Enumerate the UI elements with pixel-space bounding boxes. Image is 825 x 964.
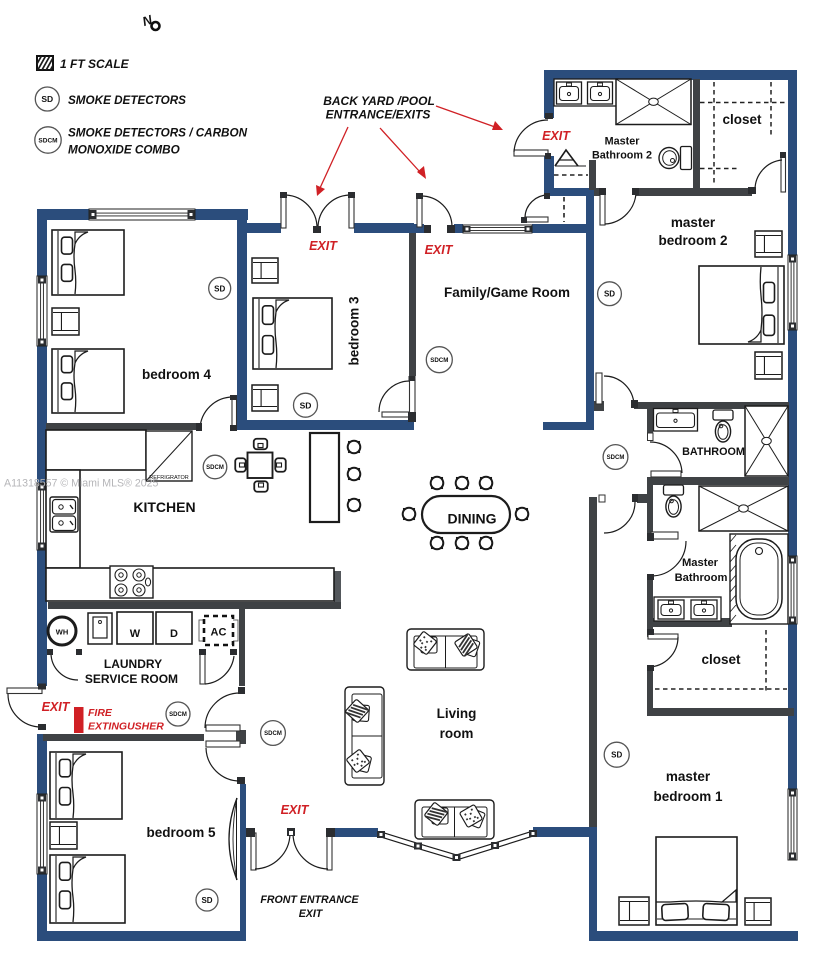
svg-text:SDCM: SDCM — [206, 465, 224, 471]
svg-text:Bathroom 2: Bathroom 2 — [592, 150, 652, 162]
svg-text:Master: Master — [605, 136, 641, 148]
svg-text:bedroom 1: bedroom 1 — [653, 789, 723, 804]
svg-text:SD: SD — [300, 400, 312, 410]
svg-text:bedroom 5: bedroom 5 — [146, 825, 216, 840]
svg-text:SDCM: SDCM — [38, 137, 57, 144]
svg-text:master: master — [666, 769, 711, 784]
svg-text:MONOXIDE COMBO: MONOXIDE COMBO — [68, 144, 180, 157]
svg-text:SD: SD — [214, 284, 225, 293]
svg-text:EXIT: EXIT — [42, 700, 71, 714]
svg-text:EXIT: EXIT — [281, 803, 310, 817]
svg-text:BACK YARD /POOL: BACK YARD /POOL — [323, 94, 435, 108]
svg-text:SD: SD — [611, 751, 622, 760]
svg-text:FRONT ENTRANCE: FRONT ENTRANCE — [260, 894, 359, 906]
svg-text:SERVICE ROOM: SERVICE ROOM — [85, 672, 178, 686]
svg-text:SD: SD — [41, 94, 53, 104]
svg-text:1 FT SCALE: 1 FT SCALE — [60, 57, 130, 71]
svg-text:Bathroom: Bathroom — [675, 572, 728, 584]
svg-text:EXIT: EXIT — [425, 243, 454, 257]
svg-text:bedroom 2: bedroom 2 — [658, 233, 727, 248]
svg-text:SMOKE DETECTORS: SMOKE DETECTORS — [68, 94, 186, 107]
svg-text:BATHROOM: BATHROOM — [682, 446, 745, 458]
svg-text:Master: Master — [682, 557, 719, 569]
svg-text:FIRE: FIRE — [88, 707, 113, 719]
svg-text:WH: WH — [56, 628, 69, 637]
svg-text:REFRIGRATOR: REFRIGRATOR — [149, 475, 189, 481]
svg-text:closet: closet — [701, 652, 741, 667]
svg-text:Family/Game Room: Family/Game Room — [444, 285, 570, 300]
svg-text:EXIT: EXIT — [309, 239, 338, 253]
svg-text:SDCM: SDCM — [430, 357, 448, 364]
svg-text:closet: closet — [722, 112, 762, 127]
svg-text:AC: AC — [211, 627, 227, 639]
svg-text:D: D — [170, 628, 178, 640]
svg-text:SMOKE DETECTORS / CARBON: SMOKE DETECTORS / CARBON — [68, 127, 248, 140]
svg-text:SD: SD — [201, 896, 212, 905]
svg-text:EXIT: EXIT — [299, 908, 324, 920]
svg-text:Living: Living — [437, 706, 477, 721]
svg-text:ENTRANCE/EXITS: ENTRANCE/EXITS — [326, 108, 431, 122]
svg-text:bedroom 4: bedroom 4 — [142, 367, 212, 382]
svg-text:KITCHEN: KITCHEN — [133, 499, 195, 515]
svg-text:SDCM: SDCM — [607, 455, 625, 461]
svg-text:EXIT: EXIT — [542, 129, 571, 143]
svg-text:bedroom 3: bedroom 3 — [347, 296, 362, 366]
svg-text:EXTINGUSHER: EXTINGUSHER — [88, 721, 164, 733]
svg-text:W: W — [130, 628, 141, 640]
svg-text:LAUNDRY: LAUNDRY — [104, 657, 162, 671]
svg-text:SDCM: SDCM — [169, 712, 187, 718]
svg-text:A11318557 © Miami MLS® 2025: A11318557 © Miami MLS® 2025 — [4, 478, 159, 490]
svg-text:SD: SD — [604, 290, 615, 299]
svg-text:DINING: DINING — [448, 511, 497, 527]
svg-text:SDCM: SDCM — [264, 731, 282, 737]
svg-text:room: room — [440, 726, 474, 741]
svg-text:master: master — [671, 215, 716, 230]
